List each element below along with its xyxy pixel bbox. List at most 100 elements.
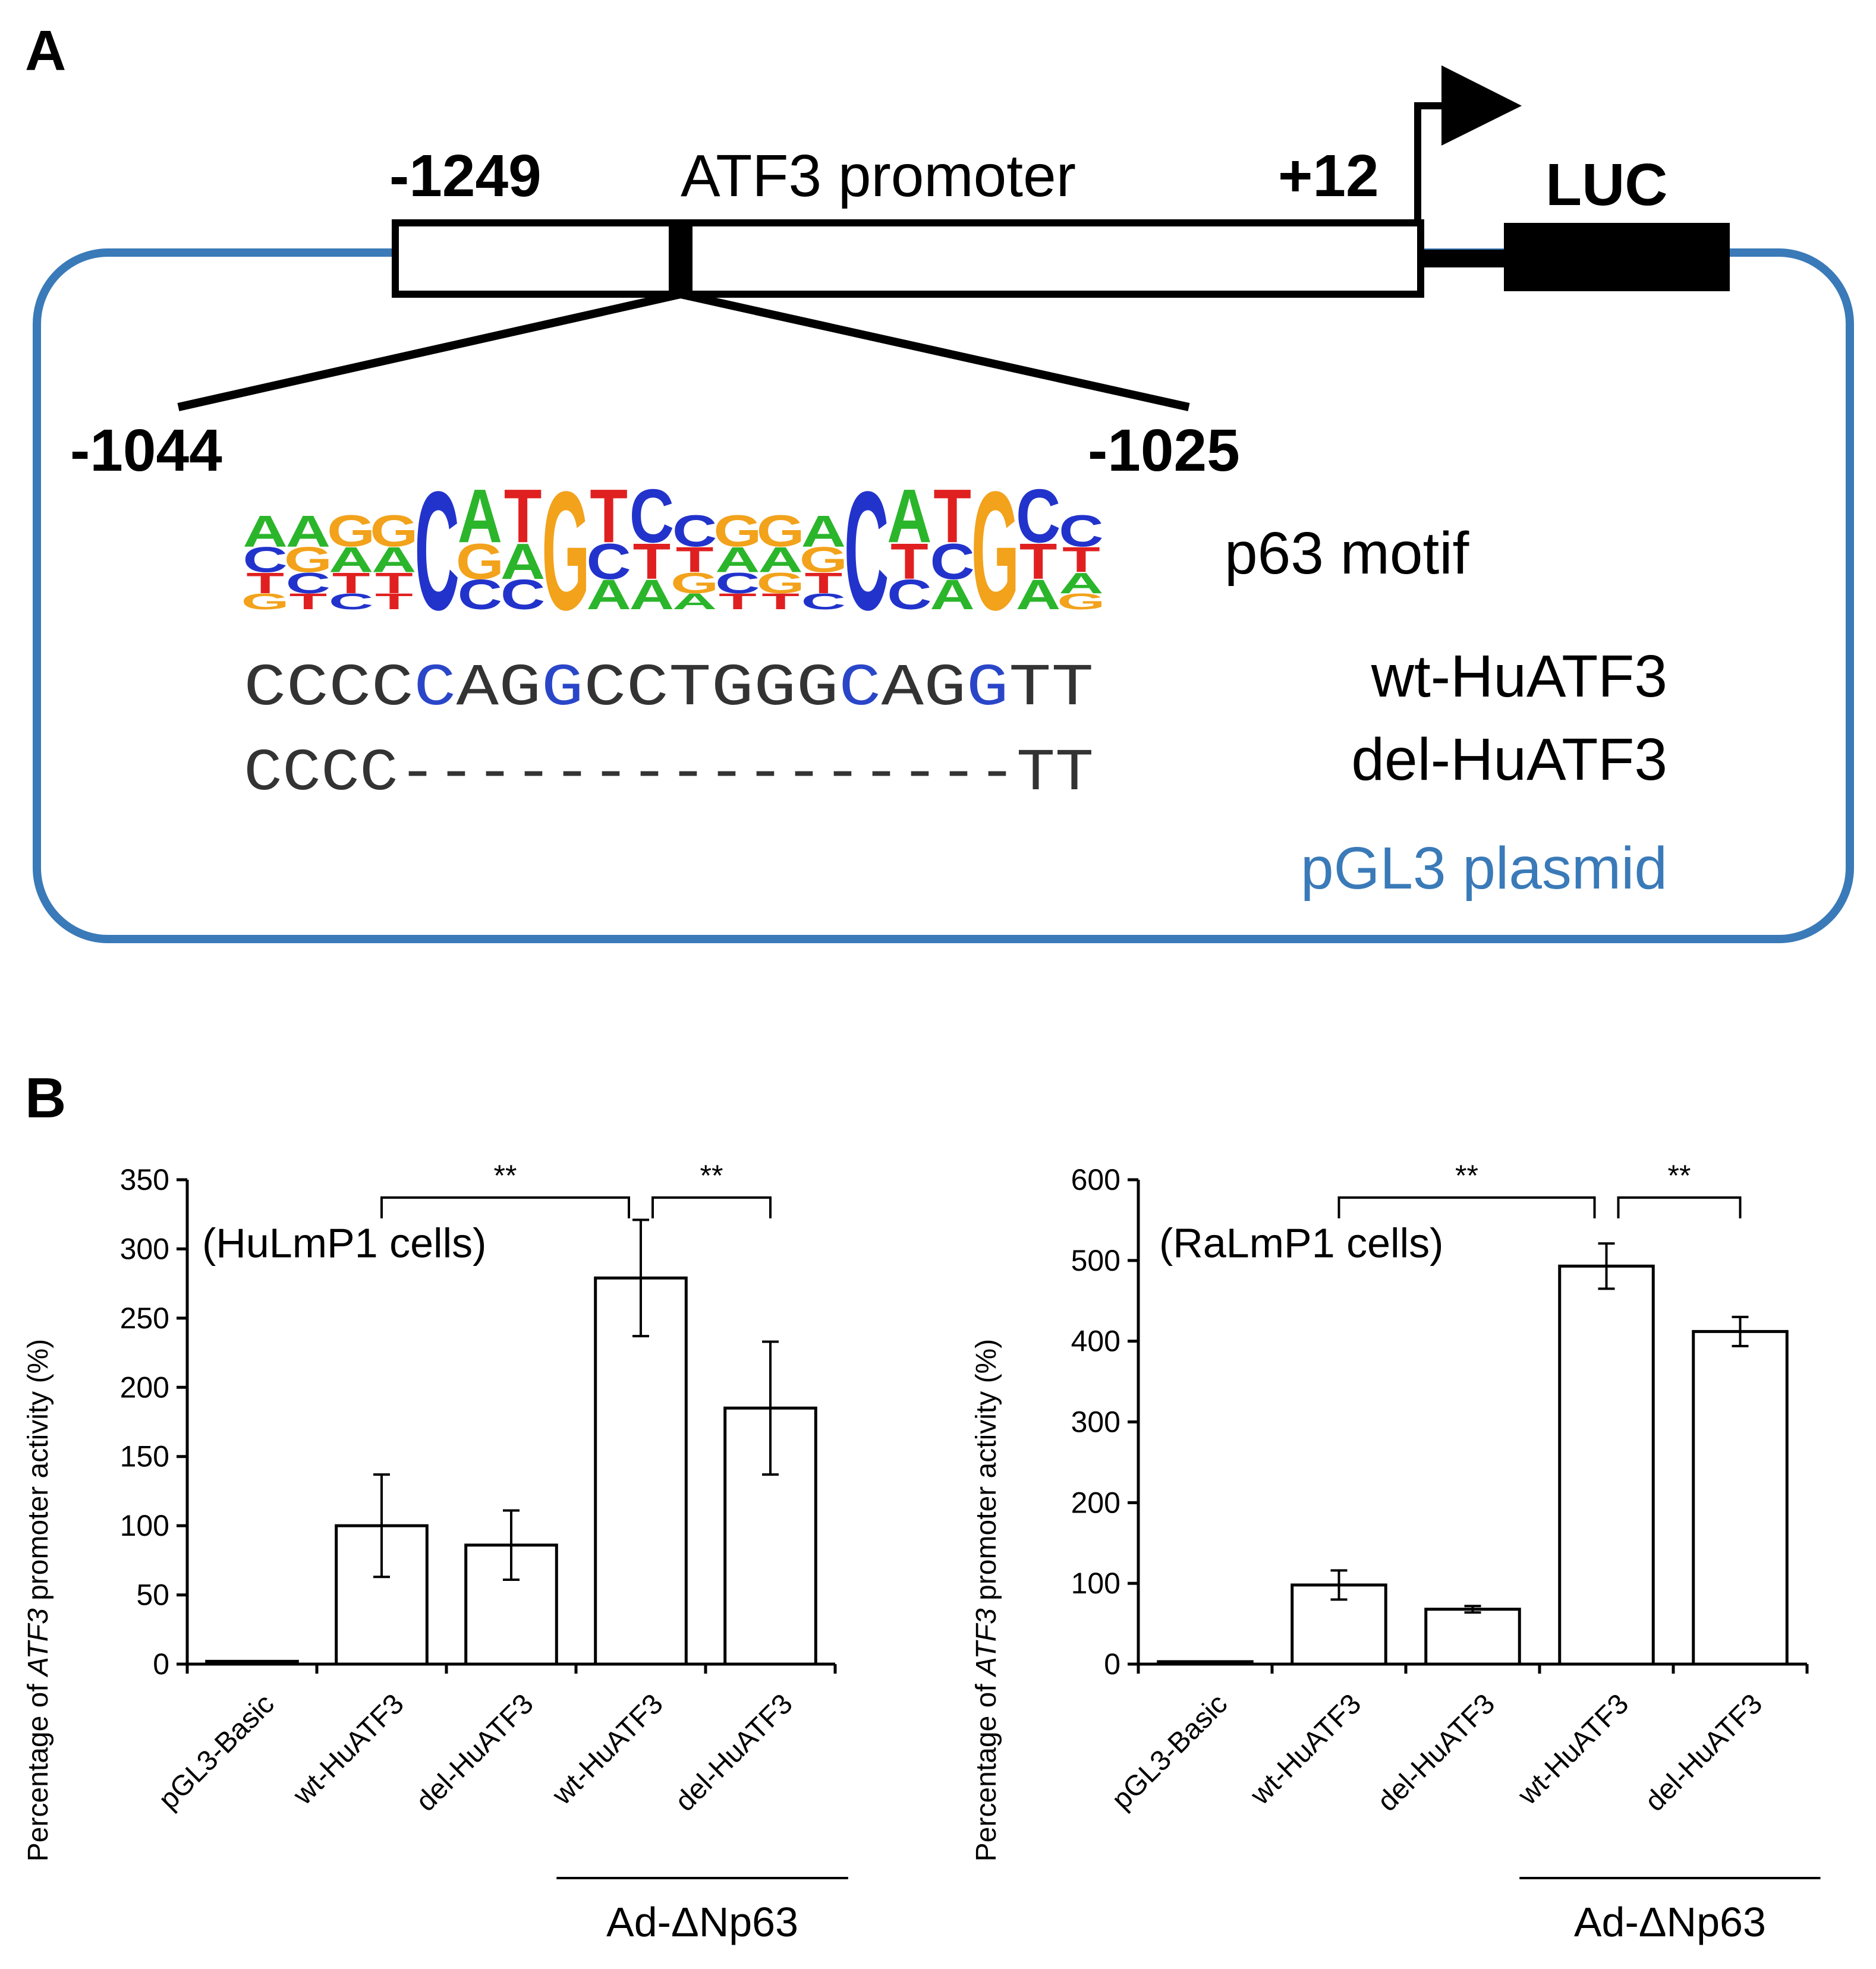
motif-letter: A — [629, 571, 674, 618]
significance-bracket — [380, 1196, 630, 1218]
motif-letter: A — [1059, 567, 1103, 600]
category-label: pGL3-Basic — [1106, 1688, 1233, 1816]
wt-sequence-name: wt-HuATF3 — [1371, 643, 1667, 710]
motif-letter: T — [1019, 534, 1057, 590]
cell-line-annotation: (HuLmP1 cells) — [202, 1220, 486, 1266]
significance-label: ** — [494, 1159, 517, 1192]
motif-letter: G — [327, 506, 375, 556]
motif-letter: G — [799, 540, 848, 580]
motif-site-marker — [669, 221, 693, 296]
motif-letter: T — [504, 473, 542, 559]
y-tick-label: 100 — [1071, 1567, 1120, 1600]
motif-letter: T — [375, 567, 413, 600]
motif-letter: G — [713, 506, 761, 556]
promoter-name-label: ATF3 promoter — [681, 143, 1076, 209]
y-tick-label: 400 — [1071, 1325, 1120, 1358]
tss-arrowhead-icon — [1441, 65, 1522, 146]
motif-letter: C — [844, 457, 889, 645]
zoom-line-right — [679, 290, 1190, 411]
motif-letter: A — [286, 506, 330, 556]
sequence-segment: AG — [456, 656, 541, 723]
motif-letter: G — [671, 567, 719, 600]
y-tick-label: 600 — [1071, 1163, 1120, 1196]
motif-letter: C — [629, 473, 674, 559]
motif-letter: A — [501, 534, 545, 590]
y-tick-label: 150 — [120, 1440, 169, 1473]
motif-letter: T — [289, 589, 328, 614]
del-sequence: CCCC----------------TT — [244, 741, 1094, 808]
motif-letter: A — [930, 571, 975, 618]
motif-letter: A — [587, 571, 631, 618]
y-tick-label: 200 — [1071, 1486, 1120, 1519]
motif-letter: G — [1057, 589, 1105, 614]
y-tick-label: 0 — [1104, 1647, 1120, 1681]
sequence-segment: G — [966, 656, 1009, 723]
motif-letter: C — [286, 567, 330, 600]
motif-letter: A — [329, 540, 373, 580]
y-tick-label: 0 — [153, 1647, 169, 1681]
significance-bracket — [1617, 1196, 1742, 1218]
y-axis-label: Percentage of ATF3 promoter activity (%) — [971, 1339, 1002, 1861]
promoter-start-label: -1249 — [389, 143, 542, 209]
sequence-segment: CCCC----------------TT — [244, 741, 1094, 808]
zoom-line-left — [177, 290, 682, 411]
motif-letter: A — [672, 589, 717, 614]
category-label: del-HuATF3 — [1639, 1688, 1768, 1817]
promoter-end-label: +12 — [1278, 143, 1379, 209]
bar — [1558, 1264, 1655, 1666]
motif-letter: A — [1016, 571, 1060, 618]
region-end-label: -1025 — [1088, 417, 1240, 484]
motif-letter: C — [801, 589, 846, 614]
motif-letter: G — [370, 506, 418, 556]
motif-letter: A — [372, 540, 416, 580]
y-tick-label: 50 — [136, 1579, 169, 1612]
y-tick-label: 350 — [120, 1163, 169, 1196]
motif-letter: T — [590, 473, 628, 559]
y-axis-label: Percentage of ATF3 promoter activity (%) — [23, 1339, 54, 1861]
significance-bracket — [651, 1196, 772, 1218]
motif-letter: A — [243, 506, 288, 556]
y-tick-label: 100 — [120, 1509, 169, 1542]
motif-letter: T — [805, 567, 843, 600]
motif-letter: A — [801, 506, 846, 556]
motif-letter: G — [241, 589, 289, 614]
motif-letter: T — [890, 534, 928, 590]
motif-letter: G — [456, 534, 504, 590]
motif-letter: A — [715, 540, 760, 580]
motif-letter: C — [329, 589, 373, 614]
motif-letter: C — [1016, 473, 1060, 559]
motif-letter: T — [1062, 540, 1100, 580]
motif-letter: T — [375, 589, 413, 614]
motif-letter: T — [761, 589, 799, 614]
motif-letter: C — [243, 540, 288, 580]
promoter-luc-connector — [1421, 250, 1507, 267]
significance-label: ** — [700, 1159, 723, 1192]
motif-letter: C — [887, 571, 931, 618]
y-tick-label: 500 — [1071, 1244, 1120, 1277]
motif-letter: C — [587, 534, 631, 590]
significance-bracket — [1337, 1196, 1596, 1218]
motif-letter: G — [757, 567, 805, 600]
tss-arrow-icon — [1414, 102, 1450, 223]
sequence-segment: C — [414, 656, 457, 723]
category-label: wt-HuATF3 — [546, 1688, 669, 1811]
motif-letter: T — [332, 567, 370, 600]
category-label: wt-HuATF3 — [287, 1688, 410, 1811]
promoter-box — [392, 219, 1424, 298]
region-start-label: -1044 — [70, 417, 222, 484]
bar — [1692, 1330, 1789, 1666]
bar — [205, 1659, 299, 1666]
category-label: pGL3-Basic — [153, 1688, 281, 1816]
category-label: del-HuATF3 — [669, 1688, 799, 1817]
motif-letter: T — [246, 567, 284, 600]
group-label: Ad-ΔNp63 — [606, 1899, 798, 1945]
y-tick-label: 200 — [120, 1371, 169, 1404]
motif-letter: G — [542, 457, 590, 645]
category-label: wt-HuATF3 — [1244, 1688, 1367, 1811]
motif-letter: C — [672, 506, 717, 556]
motif-letter: C — [458, 571, 502, 618]
category-label: del-HuATF3 — [1371, 1688, 1501, 1817]
